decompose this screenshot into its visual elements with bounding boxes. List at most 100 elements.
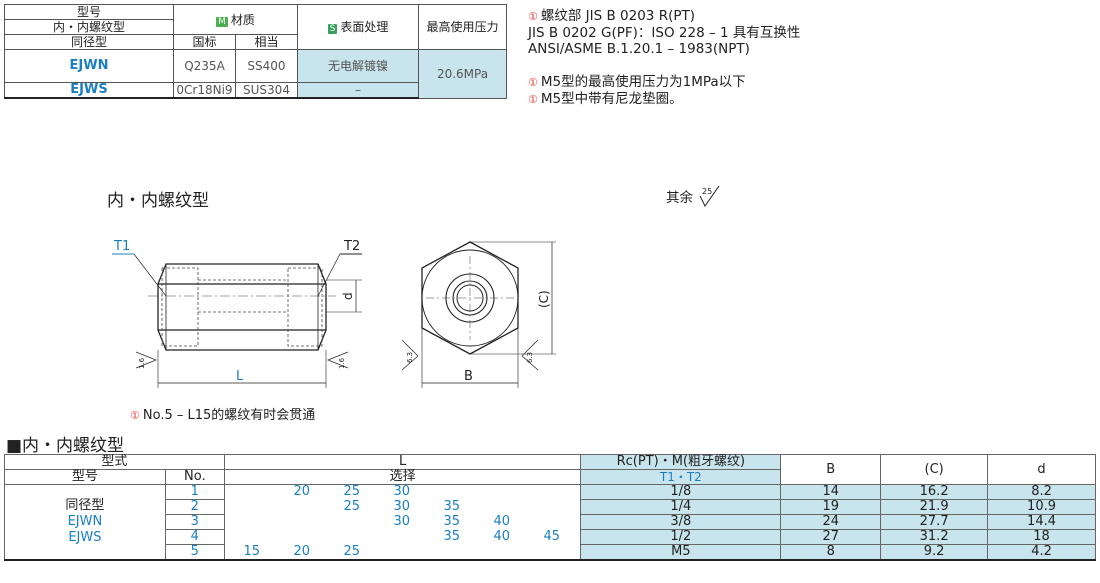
dims-header-t1t2: T1・T2	[580, 469, 782, 485]
dims-l-select: 30 35 40	[223, 513, 582, 530]
spec-surface: –	[297, 82, 419, 99]
end-view	[421, 241, 519, 355]
l-option-value: 40	[493, 528, 511, 544]
dims-thread: 1/2	[580, 529, 782, 545]
roughness-mark: 6.3	[526, 352, 534, 363]
dims-thread: 3/8	[580, 514, 782, 530]
label-b: B	[464, 369, 473, 384]
dims-b: 24	[780, 514, 882, 530]
roughness-value: 25	[702, 187, 712, 196]
technical-drawing: T1 T2 d L 1.6 1.6 (C) B 6.3 6.3	[112, 239, 556, 388]
dims-c: 9.2	[880, 544, 989, 561]
surface-badge-icon: S	[327, 24, 338, 34]
dims-thread: 1/4	[580, 499, 782, 515]
m5-note-line: M5型中带有尼龙垫圈。	[540, 91, 683, 107]
thread-note-line: 螺纹部 JIS B 0203 R(PT)	[540, 8, 695, 24]
note-mark-icon: ①	[528, 93, 538, 106]
dims-header-l: L	[223, 454, 582, 470]
label-c: (C)	[537, 290, 551, 308]
dims-table: 型式 L Rc(PT)・M(粗牙螺纹) B (C) d 型号 No. 选择 T1…	[4, 454, 1096, 561]
dims-d: 14.4	[987, 514, 1096, 530]
model-label: 同径型	[65, 498, 105, 513]
label-d: d	[341, 292, 355, 300]
spec-header-model: 型号	[4, 4, 174, 20]
dims-header-type: 型式	[4, 454, 225, 470]
dims-thread: 1/8	[580, 484, 782, 500]
dims-c: 21.9	[880, 499, 989, 515]
dims-b: 8	[780, 544, 882, 561]
spec-row: EJWN Q235A SS400 无电解镀镍 20.6MPa	[4, 49, 507, 99]
spec-row: EJWS 0Cr18Ni9 SUS304 –	[4, 82, 507, 99]
dims-d: 18	[987, 529, 1096, 545]
spec-model: EJWS	[4, 82, 174, 99]
l-option-value: 30	[393, 513, 411, 529]
roughness-symbol-icon: 25	[699, 185, 720, 207]
dims-header-c: (C)	[880, 454, 989, 485]
dims-no: 2	[164, 499, 225, 515]
dims-c: 27.7	[880, 514, 989, 530]
dims-header-select: 选择	[223, 469, 582, 485]
dims-title: ■内・内螺纹型	[6, 436, 125, 456]
material-badge-icon: M	[216, 16, 228, 27]
note-mark-icon: ①	[528, 76, 538, 89]
dims-b: 19	[780, 499, 882, 515]
dims-header-thread: Rc(PT)・M(粗牙螺纹)	[580, 454, 782, 470]
l-option-value: 45	[543, 528, 561, 544]
spec-equiv: SUS304	[235, 82, 298, 99]
dims-header-d: d	[987, 454, 1096, 485]
m5-note-line: M5型的最高使用压力为1MPa以下	[540, 74, 746, 90]
dims-thread: M5	[580, 544, 782, 561]
spec-header-pressure: 最高使用压力	[418, 4, 507, 50]
roughness-other-label: 其余	[666, 190, 693, 206]
l-option-value: 15	[243, 543, 261, 559]
no5-note-text: No.5 – L15的螺纹有时会贯通	[142, 408, 316, 423]
l-option-value: 25	[343, 498, 361, 514]
dims-no: 4	[164, 529, 225, 545]
spec-pressure: 20.6MPa	[418, 49, 507, 99]
dims-header-model: 型号	[4, 469, 166, 485]
dims-no: 1	[164, 484, 225, 500]
model-label: EJWS	[68, 530, 102, 545]
spec-header-equiv: 相当	[235, 34, 298, 50]
l-option-value: 40	[493, 513, 511, 529]
model-label: EJWN	[67, 514, 103, 529]
roughness-other: 其余 25	[666, 185, 725, 210]
material-label: 材质	[230, 12, 255, 27]
dims-header-b: B	[780, 454, 882, 485]
surface-label: 表面处理	[340, 20, 389, 34]
label-l: L	[236, 369, 244, 384]
spec-gb: 0Cr18Ni9	[173, 82, 236, 99]
spec-header-type-inner: 内・内螺纹型	[4, 19, 174, 35]
l-option-value: 30	[393, 498, 411, 514]
spec-surface: 无电解镀镍	[297, 49, 419, 83]
side-view	[157, 263, 327, 351]
l-option-value: 30	[393, 484, 411, 499]
spec-model: EJWN	[4, 49, 174, 83]
dims-d: 8.2	[987, 484, 1096, 500]
roughness-mark: 1.6	[338, 357, 346, 369]
l-option-value: 20	[293, 543, 311, 559]
dims-model-cell: 同径型 EJWN EJWS	[4, 484, 166, 561]
l-option-value: 25	[343, 484, 361, 499]
spec-header-gb: 国标	[173, 34, 236, 50]
l-option-value: 35	[443, 513, 461, 529]
dims-b: 14	[780, 484, 882, 500]
roughness-mark: 1.6	[138, 357, 146, 369]
dims-d: 10.9	[987, 499, 1096, 515]
drawing-title: 内・内螺纹型	[107, 191, 209, 211]
label-t1: T1	[113, 239, 130, 254]
spec-equiv: SS400	[235, 49, 298, 83]
